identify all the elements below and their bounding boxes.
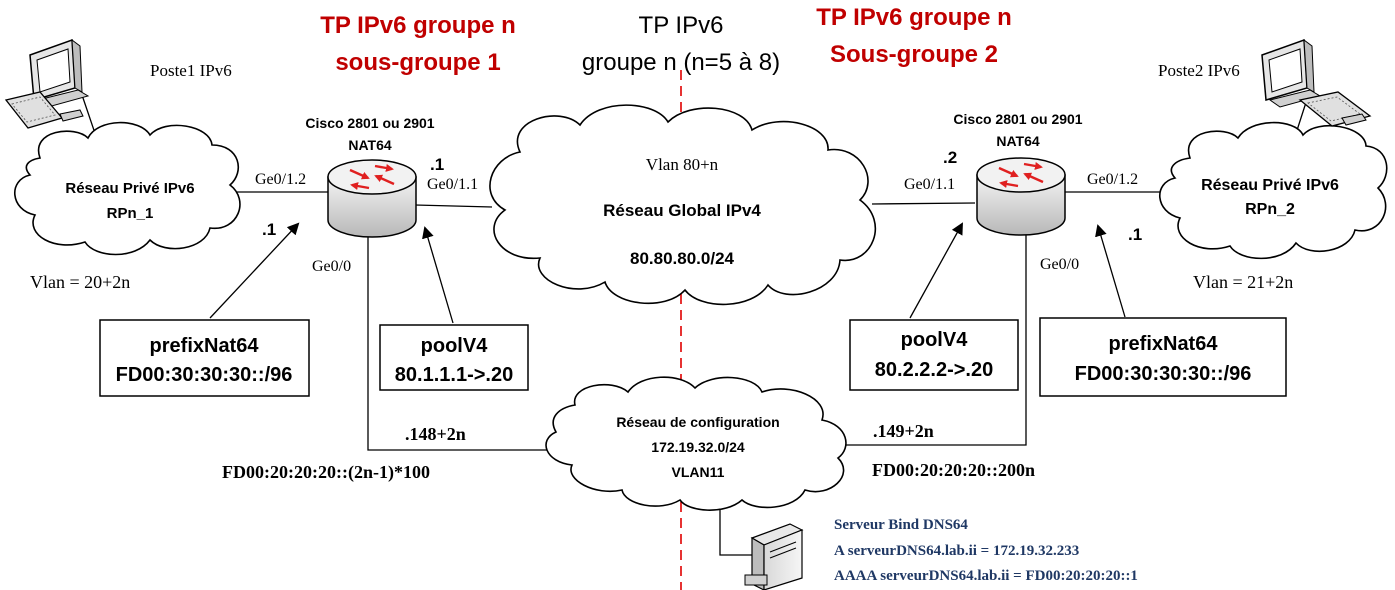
- poste2-icon: [1261, 38, 1372, 127]
- box-right-prefix: [1039, 317, 1287, 397]
- left-private-addr: .1: [262, 220, 276, 239]
- right-config-ipv4: .149+2n: [873, 421, 934, 441]
- link-left-config: [367, 235, 562, 451]
- router-right-icon: [976, 157, 1066, 236]
- router-left-icon: [327, 159, 417, 238]
- links: [81, 89, 1311, 556]
- arrow-left-prefix: [209, 222, 300, 319]
- dns-aaaa-record: AAAA serveurDNS64.lab.ii = FD00:20:20:20…: [834, 568, 1138, 584]
- left-router-role: NAT64: [348, 137, 392, 153]
- arrow-right-prefix: [1095, 224, 1126, 318]
- link-right-config: [843, 232, 1027, 446]
- cloud-left-private: [14, 121, 241, 256]
- config-net-subnet: 172.19.32.0/24: [651, 439, 745, 455]
- poste1-label: Poste1 IPv6: [150, 61, 232, 80]
- left-private-net-id: RPn_1: [107, 205, 154, 222]
- left-pool-title: poolV4: [421, 335, 489, 357]
- box-left-pool: [379, 324, 529, 391]
- cloud-right-private: [1159, 121, 1388, 260]
- right-private-addr: .1: [1128, 225, 1142, 244]
- config-net-vlan: VLAN11: [672, 464, 725, 480]
- cloud-config: [545, 376, 847, 511]
- left-pool-value: 80.1.1.1->.20: [395, 364, 513, 386]
- left-if-config: Ge0/0: [312, 258, 351, 275]
- title-center-line1: TP IPv6: [639, 12, 724, 39]
- global-net-subnet: 80.80.80.0/24: [630, 249, 735, 268]
- left-config-ipv6: FD00:20:20:20::(2n-1)*100: [222, 462, 430, 483]
- right-pool-title: poolV4: [901, 329, 969, 351]
- right-prefix-value: FD00:30:30:30::/96: [1075, 363, 1252, 385]
- right-if-config: Ge0/0: [1040, 256, 1079, 273]
- dns-server-icon: [744, 523, 804, 590]
- left-router-model: Cisco 2801 ou 2901: [305, 115, 434, 131]
- poste1-icon: [4, 38, 90, 129]
- title-subgroup2-line1: TP IPv6 groupe n: [816, 4, 1012, 31]
- right-router-model: Cisco 2801 ou 2901: [953, 111, 1082, 127]
- right-private-net-id: RPn_2: [1245, 201, 1295, 218]
- title-subgroup1-line2: sous-groupe 1: [335, 49, 500, 76]
- box-left-prefix: [99, 319, 310, 397]
- right-if-private: Ge0/1.2: [1087, 171, 1138, 188]
- left-if-global: Ge0/1.1: [427, 176, 478, 193]
- dns-server-title: Serveur Bind DNS64: [834, 517, 968, 533]
- right-vlan-label: Vlan = 21+2n: [1193, 272, 1293, 292]
- cloud-global: [489, 104, 877, 306]
- right-prefix-title: prefixNat64: [1109, 333, 1219, 355]
- left-prefix-title: prefixNat64: [150, 335, 260, 357]
- right-config-ipv6: FD00:20:20:20::200n: [872, 460, 1035, 480]
- right-private-net-name: Réseau Privé IPv6: [1201, 177, 1339, 194]
- dns-a-record: A serveurDNS64.lab.ii = 172.19.32.233: [834, 543, 1079, 559]
- left-if-private: Ge0/1.2: [255, 171, 306, 188]
- left-config-ipv4: .148+2n: [405, 424, 466, 444]
- global-net-name: Réseau Global IPv4: [603, 201, 761, 220]
- arrow-left-pool: [422, 226, 454, 324]
- global-net-vlan: Vlan 80+n: [646, 155, 719, 174]
- left-prefix-value: FD00:30:30:30::/96: [116, 364, 293, 386]
- right-pool-value: 80.2.2.2->.20: [875, 359, 993, 381]
- title-center-line2: groupe n (n=5 à 8): [582, 49, 780, 76]
- title-subgroup2-line2: Sous-groupe 2: [830, 41, 998, 68]
- link-dns-config: [719, 495, 752, 556]
- title-subgroup1-line1: TP IPv6 groupe n: [320, 12, 516, 39]
- right-if-global: Ge0/1.1: [904, 176, 955, 193]
- config-net-name: Réseau de configuration: [616, 414, 779, 430]
- right-router-role: NAT64: [996, 133, 1040, 149]
- right-global-addr: .2: [943, 148, 957, 167]
- left-vlan-label: Vlan = 20+2n: [30, 272, 130, 292]
- box-right-pool: [849, 319, 1019, 391]
- left-private-net-name: Réseau Privé IPv6: [65, 180, 194, 197]
- poste2-label: Poste2 IPv6: [1158, 61, 1240, 80]
- link-right-global: [871, 202, 976, 205]
- link-left-global: [414, 204, 493, 208]
- left-global-addr: .1: [430, 155, 444, 174]
- arrow-right-pool: [909, 222, 963, 319]
